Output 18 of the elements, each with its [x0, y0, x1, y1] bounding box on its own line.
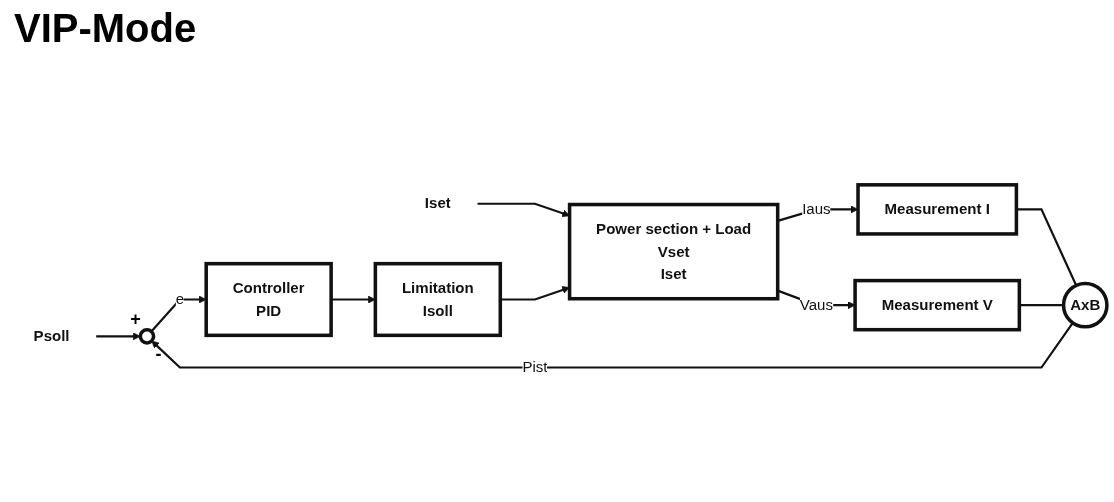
- edge-label: Iaus: [802, 200, 831, 218]
- sign-label: +: [130, 309, 141, 328]
- node-text: Psoll: [33, 327, 70, 345]
- edge-label: Vaus: [799, 296, 833, 314]
- arrow: [151, 322, 1074, 369]
- edge-label: Pist: [522, 358, 548, 376]
- node-box: Limitation Isoll: [373, 261, 503, 338]
- node-circle: AxB: [1061, 281, 1109, 329]
- node-box: Measurement V: [853, 278, 1022, 332]
- node-circle: [138, 327, 156, 345]
- diagram-title: VIP-Mode: [14, 6, 197, 51]
- arrow: [96, 332, 141, 341]
- edge-label: e: [175, 290, 185, 308]
- node-box: Controller PID: [204, 261, 333, 338]
- node-text: Iset: [424, 195, 451, 212]
- sign-label: -: [155, 344, 162, 363]
- node-box: Measurement I: [856, 183, 1019, 236]
- node-box: Power section + Load Vset Iset: [567, 202, 780, 301]
